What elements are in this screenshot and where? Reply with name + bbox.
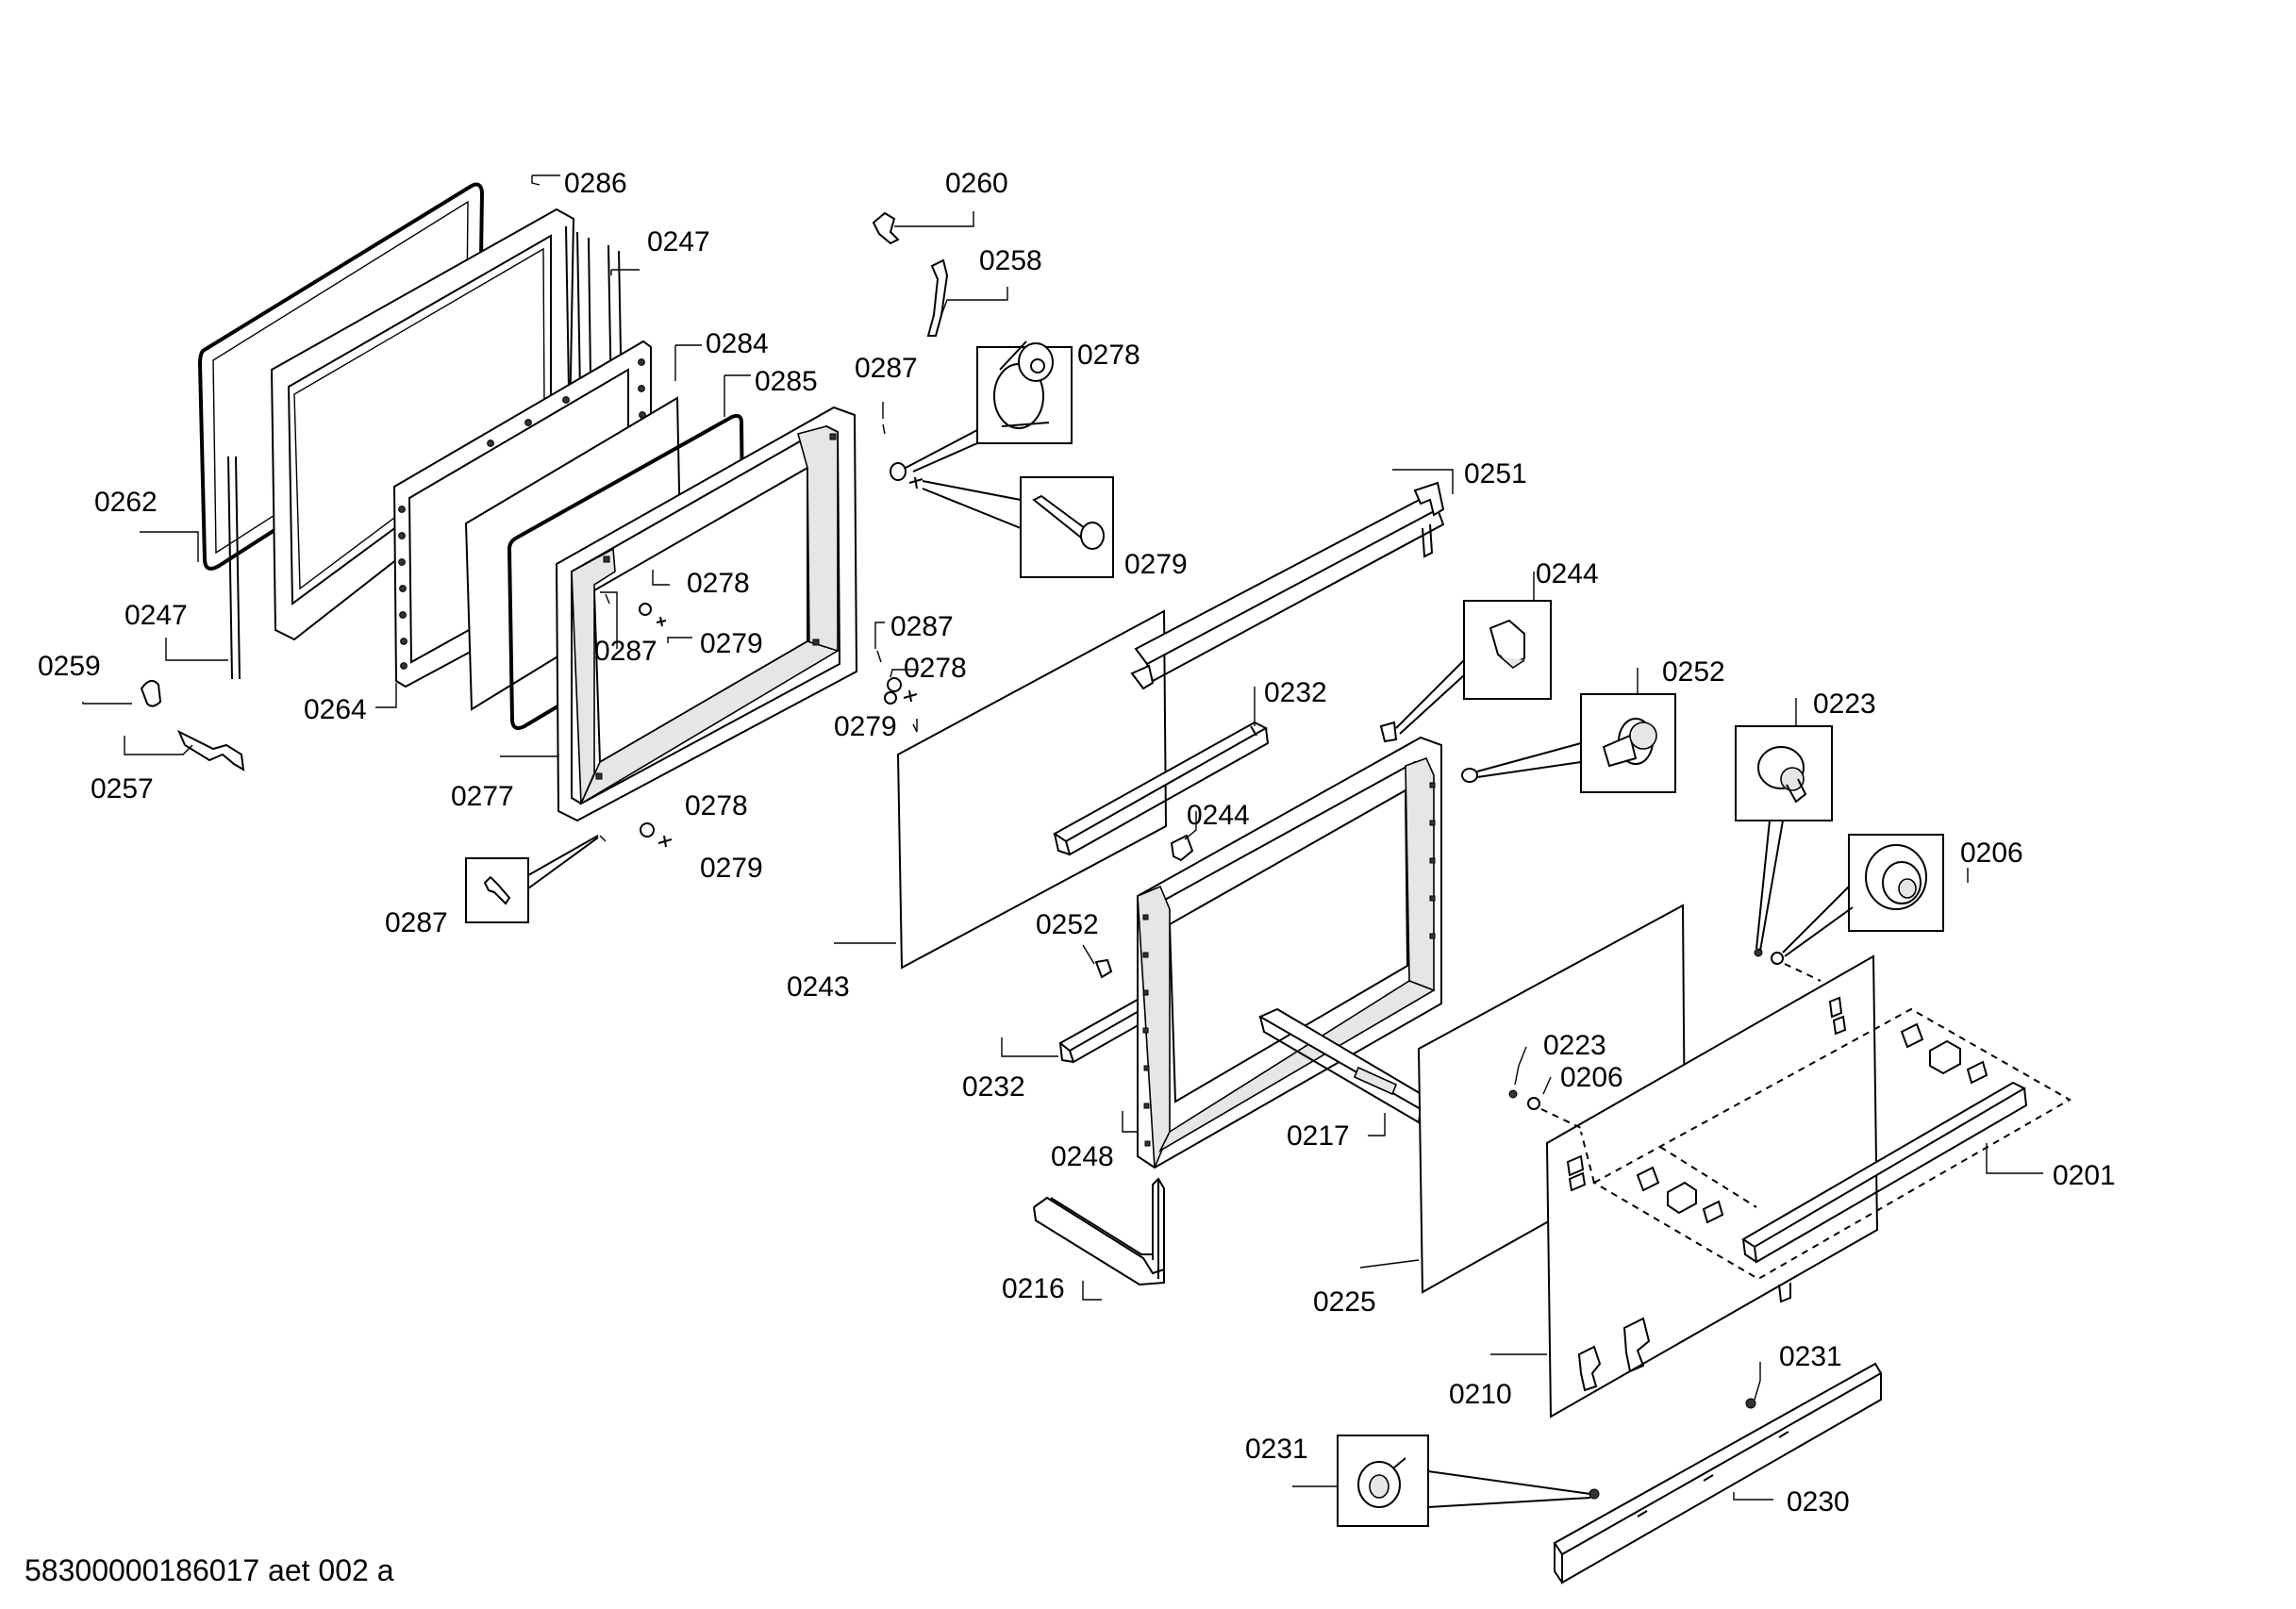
part-label: 0278 [1077, 340, 1140, 371]
part-label: 0206 [1560, 1062, 1623, 1093]
knob-bearing-inset [1461, 693, 1676, 793]
part-label: 0287 [890, 611, 954, 642]
part-label: 0223 [1543, 1030, 1606, 1061]
part-label: 0277 [451, 781, 514, 812]
part-label: 0248 [1051, 1141, 1114, 1172]
part-label: 0287 [594, 636, 657, 667]
part-label: 0260 [945, 168, 1008, 199]
part-label: 0279 [834, 711, 897, 742]
hinge-clip-parts [140, 679, 245, 771]
part-label: 0286 [564, 168, 627, 199]
document-code: 58300000186017 aet 002 a [25, 1553, 394, 1587]
part-label: 0264 [304, 694, 367, 725]
control-panel-group [1417, 904, 2072, 1418]
part-label: 0287 [385, 907, 448, 938]
part-label: 0217 [1287, 1120, 1350, 1152]
part-label: 0258 [979, 245, 1042, 276]
part-label: 0244 [1536, 558, 1599, 589]
part-label: 0232 [962, 1071, 1025, 1103]
inner-door-frame [1137, 736, 1442, 1169]
part-labels: 0286 0247 0284 0285 0262 0247 0264 0259 … [38, 168, 2116, 1518]
part-label: 0279 [700, 853, 763, 884]
part-label: 0243 [787, 971, 850, 1003]
part-label: 0247 [125, 600, 188, 631]
part-label: 0231 [1779, 1341, 1842, 1372]
pin-washer-cluster [876, 650, 918, 705]
part-label: 0262 [94, 487, 158, 518]
part-label: 0284 [706, 328, 769, 359]
knob-cap-inset [1782, 834, 1944, 957]
part-label: 0252 [1036, 909, 1099, 940]
part-label: 0285 [755, 366, 818, 397]
part-label: 0278 [685, 790, 748, 821]
part-label: 0232 [1264, 677, 1327, 708]
part-label: 0210 [1449, 1379, 1512, 1410]
part-label: 0206 [1960, 838, 2023, 869]
part-label: 0279 [700, 628, 763, 659]
part-label: 0223 [1813, 688, 1876, 720]
hinge-bracket [1033, 1177, 1165, 1286]
door-glass-assembly [197, 182, 858, 848]
part-label: 0201 [2053, 1160, 2116, 1191]
part-label: 0287 [855, 353, 918, 384]
part-label: 0231 [1245, 1434, 1308, 1465]
clip-inset-box [1379, 600, 1552, 743]
part-label: 0278 [904, 653, 967, 684]
knob-shaft-inset [1735, 725, 1833, 952]
bottom-trim-strip [1553, 1362, 1883, 1584]
part-label: 0225 [1313, 1286, 1376, 1318]
part-label: 0216 [1002, 1273, 1065, 1304]
part-label: 0251 [1464, 458, 1527, 489]
part-label: 0257 [91, 773, 154, 804]
leader-lines [82, 174, 2043, 1501]
part-label: 0278 [687, 568, 750, 599]
part-label: 0252 [1662, 656, 1725, 688]
part-label: 0259 [38, 651, 101, 682]
part-label: 0230 [1787, 1486, 1850, 1518]
top-hinge-parts [872, 211, 1114, 578]
part-label: 0279 [1124, 549, 1188, 580]
bolt-inset-box [465, 835, 599, 923]
part-label: 0247 [647, 226, 710, 257]
part-label: 0244 [1187, 800, 1250, 831]
clip-bottom-inset [1337, 1435, 1591, 1527]
